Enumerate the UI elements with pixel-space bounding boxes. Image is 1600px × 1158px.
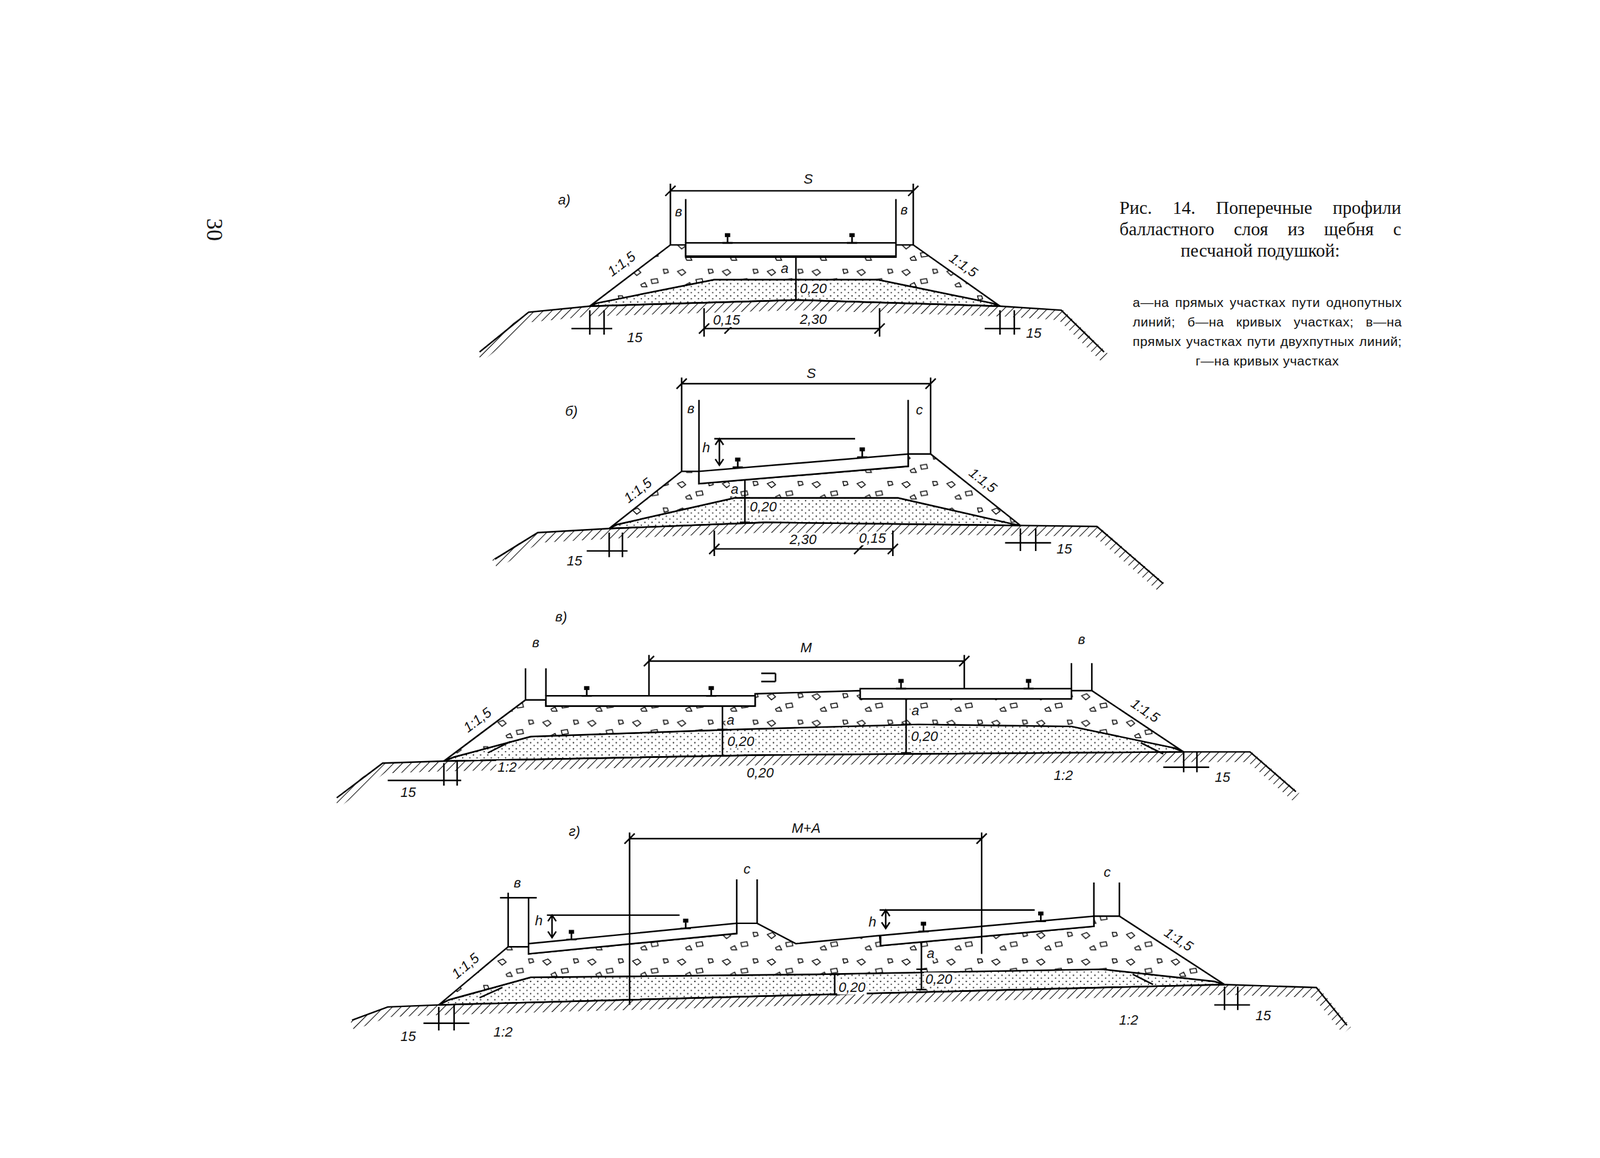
dimension-value: 0,20 [924, 972, 954, 987]
caption-note: а—на прямых участках пути однопутных лин… [1132, 292, 1402, 371]
page-number: 30 [203, 217, 226, 243]
dimension-value: 15 [1055, 542, 1073, 557]
slope-ratio: 1:2 [1117, 1013, 1140, 1028]
dimension-symbol: М [799, 641, 813, 655]
dimension-value: 0,15 [711, 313, 742, 328]
profile-d [352, 833, 1348, 1032]
dimension-value: 0,20 [726, 734, 756, 749]
dimension-symbol: а [925, 946, 936, 961]
dimension-symbol: а [729, 482, 740, 497]
dimension-symbol: h [533, 914, 544, 929]
slope-ratio: 1:1,5 [459, 704, 496, 736]
dimension-value: 15 [1024, 326, 1043, 341]
slope-ratio: 1:1,5 [1160, 924, 1197, 955]
dimension-value: 0,20 [745, 766, 776, 781]
figure-caption: Рис. 14. Поперечные профили балластного … [1119, 196, 1402, 262]
slope-ratio: 1:2 [1052, 768, 1075, 783]
part-letter: в) [554, 610, 569, 625]
dimension-symbol: в [512, 876, 523, 891]
slope-ratio: 1:1,5 [604, 248, 640, 280]
dimension-symbol: а [779, 261, 790, 276]
dimension-symbol: h [867, 915, 878, 930]
dimension-value: 0,20 [837, 980, 868, 995]
dimension-symbol: h [700, 441, 711, 455]
profile-c [336, 654, 1297, 803]
dimension-value: 15 [626, 330, 644, 345]
dimension-symbol: с [742, 862, 752, 877]
dimension-value: 2,30 [798, 312, 828, 327]
part-letter: б) [563, 404, 579, 419]
slope-ratio: 1:1,5 [447, 950, 483, 983]
dimension-value: 15 [1254, 1009, 1273, 1024]
dimension-value: 0,15 [857, 531, 888, 546]
slope-ratio: 1:1,5 [620, 475, 655, 507]
dimension-symbol: а [725, 713, 736, 728]
dimension-symbol: в [673, 205, 684, 219]
dimension-value: 0,20 [798, 281, 828, 296]
dimension-symbol: М+А [790, 821, 822, 836]
slope-ratio: 1:2 [492, 1025, 515, 1040]
slope-ratio: 1:1,5 [1127, 695, 1163, 727]
dimension-value: 15 [398, 1029, 417, 1044]
dimension-value: 15 [1213, 770, 1232, 785]
dimension-value: 15 [398, 785, 417, 800]
dimension-symbol: S [802, 172, 815, 187]
dimension-value: 15 [565, 554, 584, 569]
part-letter: г) [567, 824, 582, 839]
slope-ratio: 1:1,5 [965, 464, 1000, 497]
part-letter: а) [556, 193, 572, 207]
dimension-symbol: с [914, 403, 925, 418]
slope-ratio: 1:2 [496, 760, 519, 775]
dimension-symbol: S [805, 366, 818, 381]
dimension-value: 2,30 [788, 532, 818, 547]
profile-a [479, 183, 1105, 358]
dimension-value: 0,20 [909, 729, 940, 744]
dimension-symbol: а [910, 704, 921, 718]
dimension-symbol: в [685, 402, 696, 416]
dimension-symbol: с [1102, 865, 1112, 880]
dimension-value: 0,20 [748, 500, 779, 515]
profile-b [495, 377, 1164, 589]
dimension-symbol: в [899, 203, 909, 218]
dimension-symbol: в [531, 636, 541, 650]
slope-ratio: 1:1,5 [945, 249, 981, 280]
dimension-symbol: в [1076, 632, 1086, 647]
